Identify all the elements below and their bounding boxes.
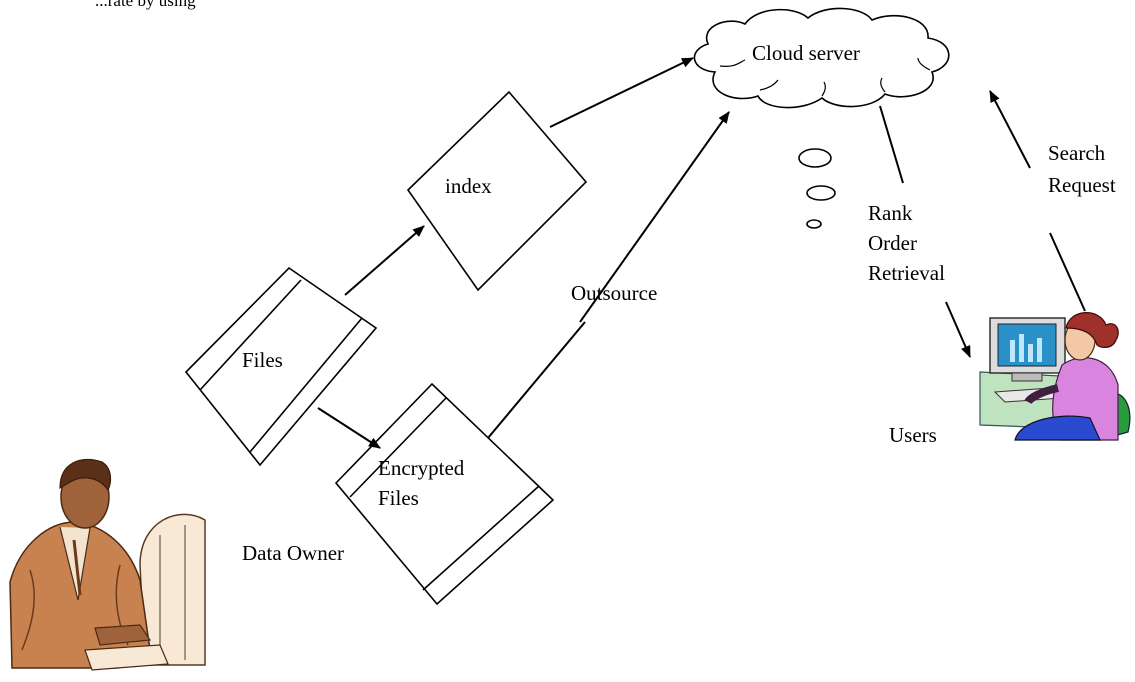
arrow-index-to-cloud xyxy=(549,57,694,128)
outsource-label: Outsource xyxy=(571,281,657,305)
data-owner-label: Data Owner xyxy=(242,541,344,565)
line-encrypted-to-outsource xyxy=(487,321,586,439)
files-box xyxy=(184,266,378,467)
man-at-computer-icon xyxy=(9,458,206,671)
arrow-files-to-encrypted xyxy=(317,407,381,449)
top-fragment-text: ...rate by using xyxy=(95,0,196,10)
rank-label-line1: Rank xyxy=(868,201,913,225)
thought-bubbles xyxy=(798,148,836,229)
index-box xyxy=(406,90,588,292)
line-user-to-search xyxy=(1049,232,1086,312)
arrow-search-to-cloud xyxy=(989,90,1031,169)
cloud-icon xyxy=(693,7,950,109)
arrow-outsource-to-cloud xyxy=(579,111,730,323)
encrypted-files-label-line1: Encrypted xyxy=(378,456,465,480)
encrypted-files-label-line2: Files xyxy=(378,486,419,510)
search-label-line1: Search xyxy=(1048,141,1106,165)
rank-label-line2: Order xyxy=(868,231,917,255)
files-label: Files xyxy=(242,348,283,372)
users-label: Users xyxy=(889,423,937,447)
rank-label-line3: Retrieval xyxy=(868,261,945,285)
cloud-server-label: Cloud server xyxy=(752,41,860,65)
line-cloud-to-rank xyxy=(879,105,904,184)
woman-at-computer-icon xyxy=(979,312,1131,441)
search-label-line2: Request xyxy=(1048,173,1116,197)
arrow-rank-to-users xyxy=(945,301,971,358)
encrypted-files-box xyxy=(334,382,555,606)
arrow-files-to-index xyxy=(344,225,425,296)
index-label: index xyxy=(445,174,492,198)
